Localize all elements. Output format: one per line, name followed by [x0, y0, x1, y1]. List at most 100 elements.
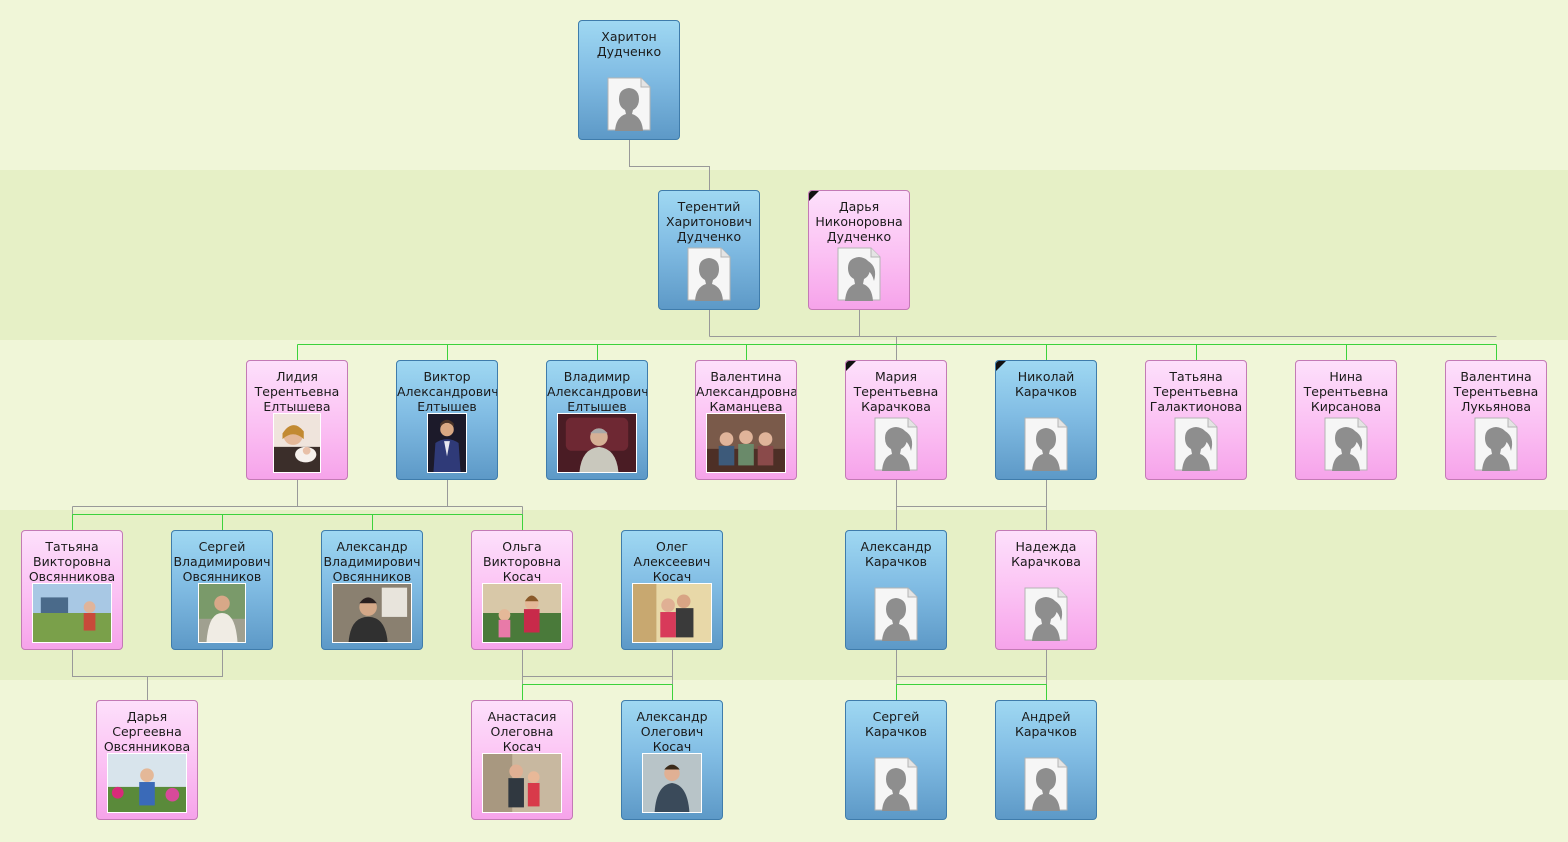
- person-name-line: Косач: [652, 739, 692, 754]
- person-name-line: Олег: [655, 539, 689, 554]
- person-photo: [482, 753, 562, 813]
- person-name-line: Харитон: [601, 29, 657, 44]
- person-photo: [273, 413, 321, 473]
- person-name-line: Дарья: [838, 199, 880, 214]
- female-silhouette-icon: [1472, 415, 1520, 473]
- generation-band-1: [0, 0, 1568, 170]
- person-name-line: Владимирович: [323, 554, 421, 569]
- person-name-line: Николай: [1017, 369, 1075, 384]
- person-name-line: Александрович: [547, 384, 648, 399]
- person-photo: [107, 753, 187, 813]
- person-name-line: Александр: [336, 539, 408, 554]
- person-name-line: Валентина: [710, 369, 782, 384]
- person-photo: [557, 413, 637, 473]
- person-name-line: Терентий: [677, 199, 741, 214]
- person-name-line: Терентьевна: [1153, 384, 1239, 399]
- person-name-line: Андрей: [1021, 709, 1071, 724]
- person-name-line: Терентьевна: [853, 384, 939, 399]
- person-name-line: Олегович: [640, 724, 704, 739]
- male-silhouette-icon: [685, 245, 733, 303]
- female-silhouette-icon: [835, 245, 883, 303]
- mourning-ribbon-icon: [846, 361, 866, 381]
- person-name-line: Владимирович: [173, 554, 271, 569]
- person-name-line: Карачков: [864, 554, 928, 569]
- person-name-line: Алексеевич: [633, 554, 711, 569]
- person-name-line: Косач: [502, 739, 542, 754]
- person-photo: [332, 583, 412, 643]
- person-name-line: Овсянникова: [103, 739, 191, 754]
- person-name-line: Александр: [860, 539, 932, 554]
- female-silhouette-icon: [1322, 415, 1370, 473]
- person-name-line: Елтышева: [263, 399, 331, 414]
- female-silhouette-icon: [1172, 415, 1220, 473]
- person-name-line: Кирсанова: [1310, 399, 1382, 414]
- person-name-line: Александр: [636, 709, 708, 724]
- person-name-line: Викторовна: [33, 554, 111, 569]
- person-name-line: Дудченко: [826, 229, 892, 244]
- parent-lines: [72, 140, 1497, 700]
- person-name-line: Виктор: [423, 369, 471, 384]
- person-name-line: Татьяна: [1169, 369, 1223, 384]
- person-name-line: Владимир: [563, 369, 631, 384]
- person-name-line: Овсянников: [182, 569, 262, 584]
- person-name-line: Овсянникова: [28, 569, 116, 584]
- person-name-line: Сергей: [198, 539, 246, 554]
- person-photo: [632, 583, 712, 643]
- person-photo: [642, 753, 702, 813]
- person-name-line: Косач: [502, 569, 542, 584]
- mourning-ribbon-icon: [809, 191, 829, 211]
- male-silhouette-icon: [605, 75, 653, 133]
- person-name-line: Терентьевна: [1453, 384, 1539, 399]
- person-name-line: Карачков: [1014, 724, 1078, 739]
- mourning-ribbon-icon: [996, 361, 1016, 381]
- person-name-line: Карачкова: [1011, 554, 1081, 569]
- person-name-line: Никоноровна: [815, 214, 903, 229]
